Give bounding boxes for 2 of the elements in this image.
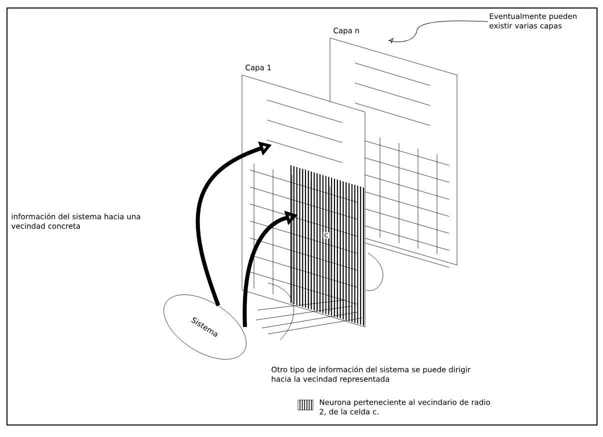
- hatched-neighbourhood: [290, 165, 364, 326]
- arrow: [388, 20, 488, 44]
